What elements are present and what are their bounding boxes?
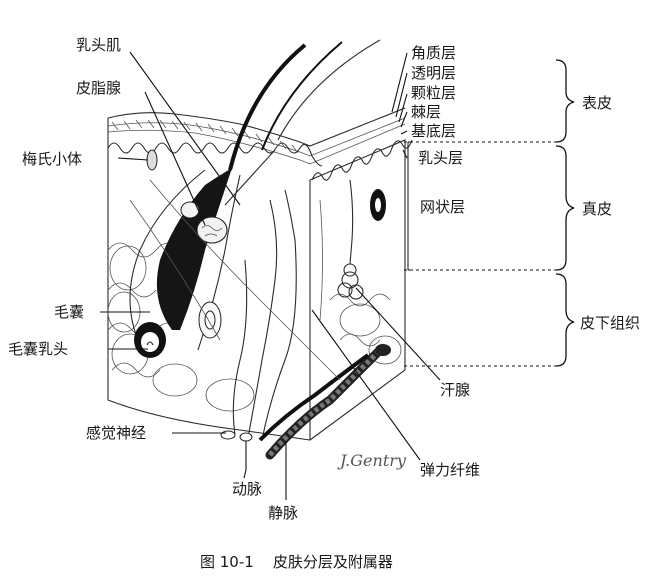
label-stratum-corneum: 角质层 [411,44,456,62]
label-reticular-layer: 网状层 [420,198,465,216]
label-meissner-corpuscle: 梅氏小体 [22,150,82,168]
label-stratum-lucidum: 透明层 [411,64,456,82]
label-subcutaneous: 皮下组织 [580,314,640,332]
label-artery: 动脉 [232,480,262,498]
layer-guides [404,141,560,367]
skin-block-illustration [107,39,413,460]
label-vein: 静脉 [268,504,298,522]
label-dermis: 真皮 [582,200,612,218]
label-papillary-layer: 乳头层 [418,149,463,167]
label-elastic-fiber: 弹力纤维 [420,461,480,479]
label-stratum-basale: 基底层 [411,122,456,140]
leader-lines [100,51,441,500]
figure-caption: 图 10-1 皮肤分层及附属器 [200,553,393,571]
label-arrector-pili: 乳头肌 [76,36,121,54]
label-sweat-gland: 汗腺 [440,381,470,399]
layer-braces [555,59,575,367]
label-sebaceous-gland: 皮脂腺 [76,79,121,97]
label-hair-papilla: 毛囊乳头 [8,340,68,358]
label-stratum-granulosum: 颗粒层 [411,84,456,102]
artist-signature: J.Gentry [337,451,407,470]
label-hair-follicle: 毛囊 [54,303,84,321]
label-sensory-nerve: 感觉神经 [86,424,146,442]
sweat-gland-coil [337,179,364,300]
label-stratum-spinosum: 棘层 [411,103,441,121]
label-epidermis: 表皮 [582,94,612,112]
